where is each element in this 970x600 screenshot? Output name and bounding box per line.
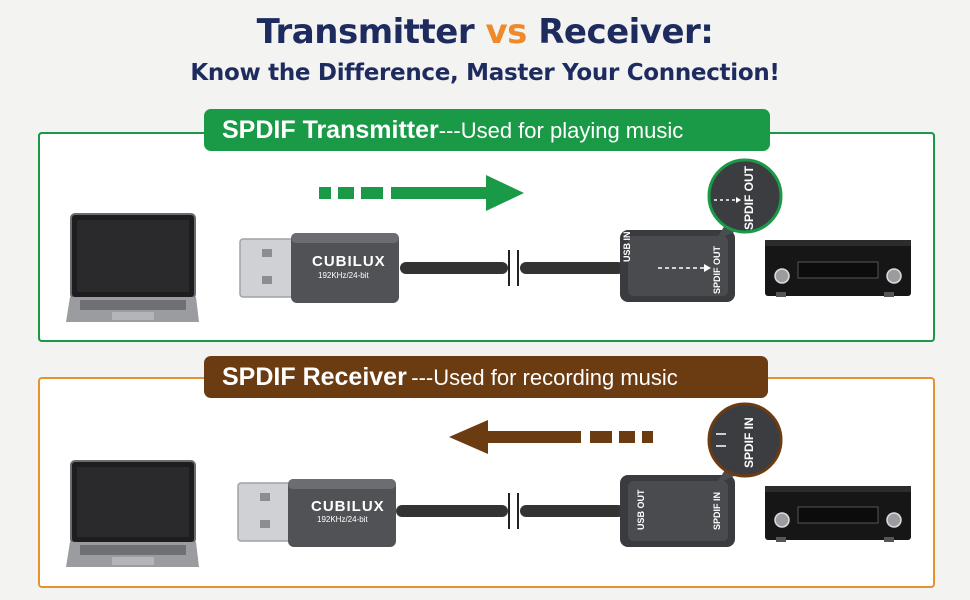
page-subtitle: Know the Difference, Master Your Connect… [190,60,780,86]
right-arrow-icon [319,175,524,211]
receiver-banner-subtitle: ---Used for recording music [411,365,678,390]
usb-adapter [620,230,735,302]
receiver-banner: SPDIF Receiver ---Used for recording mus… [204,356,768,398]
rx-port-right-label: SPDIF IN [712,491,722,530]
transmitter-banner-title: SPDIF Transmitter [222,116,439,144]
cable [396,493,624,529]
tx-plug-spec: 192KHz/24-bit [318,271,369,280]
title-vs: vs [485,12,527,52]
tx-port-left-label: USB IN [622,231,632,262]
receiver-banner-title: SPDIF Receiver [222,363,407,391]
rx-zoom-label: SPDIF IN [742,417,756,468]
title-receiver: Receiver: [538,12,714,52]
laptop-icon [66,213,199,322]
tx-plug-brand: CUBILUX [312,253,386,270]
usb-adapter [620,475,735,547]
page-title: Transmitter vs Receiver: [0,12,970,52]
zoom-callout [707,402,783,484]
transmitter-banner: SPDIF Transmitter---Used for playing mus… [204,109,770,151]
rx-port-left-label: USB OUT [636,489,646,531]
left-arrow-icon [449,420,653,454]
transmitter-banner-subtitle: ---Used for playing music [438,118,684,143]
usb-plug [239,233,399,303]
rx-plug-brand: CUBILUX [311,498,385,515]
tx-port-right-label: SPDIF OUT [712,245,722,294]
laptop-icon [66,460,199,567]
rx-plug-spec: 192KHz/24-bit [317,515,368,524]
zoom-callout [707,158,783,240]
tx-zoom-label: SPDIF OUT [742,165,756,230]
cable [400,250,624,286]
audio-device [765,486,911,542]
usb-plug [237,479,396,547]
title-transmitter: Transmitter [256,12,475,52]
audio-device [765,240,911,297]
